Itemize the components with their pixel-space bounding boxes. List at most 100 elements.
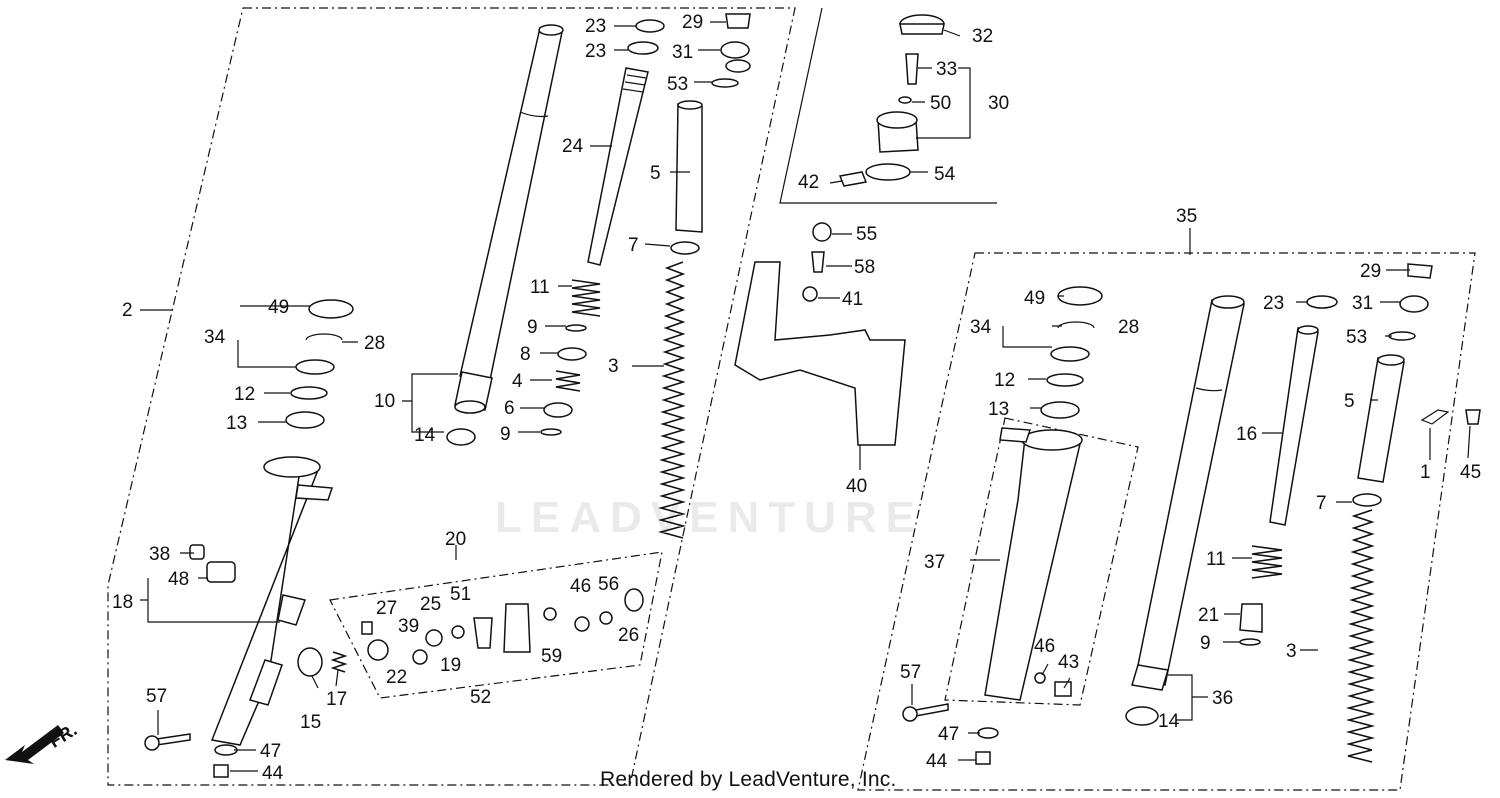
label-52: 52 (470, 687, 491, 708)
clip-parts (1420, 409, 1481, 425)
label-18: 18 (112, 592, 133, 613)
inner-fork-tube (454, 24, 564, 414)
label-47a: 47 (260, 741, 281, 762)
label-44a: 44 (262, 763, 284, 784)
label-22: 22 (386, 667, 407, 688)
label-7b: 7 (1316, 493, 1327, 514)
frame-valve-kit (329, 551, 663, 699)
label-46a: 46 (570, 576, 591, 597)
label-27: 27 (376, 598, 397, 619)
bolts-right (902, 672, 1072, 765)
label-12b: 12 (994, 370, 1015, 391)
label-39: 39 (398, 616, 419, 637)
fork-spring-left (657, 261, 687, 539)
label-16: 16 (1236, 424, 1257, 445)
label-4: 4 (512, 371, 523, 392)
front-direction-arrow (5, 725, 64, 764)
label-12a: 12 (234, 384, 255, 405)
label-11a: 11 (530, 277, 550, 298)
frame-left-assembly (107, 7, 796, 786)
label-5a: 5 (650, 163, 661, 184)
label-30: 30 (988, 93, 1009, 114)
label-51: 51 (450, 584, 471, 605)
label-7a: 7 (628, 235, 639, 256)
label-10: 10 (374, 391, 395, 412)
label-29a: 29 (682, 12, 703, 33)
label-37: 37 (924, 552, 945, 573)
label-23b: 23 (585, 41, 606, 62)
part-number-labels: 23 29 23 31 53 24 5 7 11 9 8 4 6 9 3 2 4… (45, 12, 1481, 784)
label-53a: 53 (667, 74, 688, 95)
spacer-tube-right (1352, 354, 1405, 507)
label-56: 56 (598, 574, 619, 595)
frame-lower-slider (944, 417, 1139, 706)
spacer-tube (675, 100, 703, 233)
damper-rod (587, 67, 649, 266)
watermark: LEADVENTURE (495, 493, 925, 542)
label-13a: 13 (226, 413, 247, 434)
label-9a: 9 (527, 317, 538, 338)
label-49a: 49 (268, 297, 289, 318)
fork-bridge (734, 222, 906, 446)
label-32: 32 (972, 26, 993, 47)
label-31b: 31 (1352, 293, 1373, 314)
label-9c: 9 (1200, 633, 1211, 654)
label-40: 40 (846, 476, 867, 497)
label-33: 33 (936, 59, 957, 80)
oil-seal-group-right (1040, 286, 1103, 419)
label-28b: 28 (1118, 317, 1139, 338)
label-57a: 57 (146, 686, 167, 707)
label-1: 1 (1420, 462, 1431, 483)
label-17: 17 (326, 689, 347, 710)
label-26: 26 (618, 625, 639, 646)
label-55: 55 (856, 224, 877, 245)
label-43: 43 (1058, 652, 1079, 673)
fork-cap-parts (838, 14, 945, 187)
label-25: 25 (420, 594, 441, 615)
label-2: 2 (122, 300, 133, 321)
fork-slider-left (189, 456, 334, 746)
label-47b: 47 (938, 724, 959, 745)
label-46b: 46 (1034, 636, 1055, 657)
damper-rod-right (1269, 325, 1319, 526)
label-57b: 57 (900, 662, 921, 683)
label-50: 50 (930, 93, 951, 114)
label-3b: 3 (1286, 641, 1297, 662)
label-8: 8 (520, 344, 531, 365)
valve-kit-parts (297, 588, 644, 677)
label-13b: 13 (988, 399, 1009, 420)
fork-spring-right (1345, 509, 1376, 763)
label-19: 19 (440, 655, 461, 676)
label-14b: 14 (1158, 711, 1180, 732)
label-11b: 11 (1206, 549, 1226, 570)
label-59: 59 (541, 646, 562, 667)
label-31a: 31 (672, 42, 693, 63)
label-34b: 34 (970, 317, 992, 338)
label-35: 35 (1176, 206, 1197, 227)
bolts-left (144, 733, 238, 778)
label-42: 42 (798, 172, 819, 193)
fork-slider-right (984, 427, 1083, 701)
label-44b: 44 (926, 751, 948, 772)
label-38: 38 (149, 544, 170, 565)
label-53b: 53 (1346, 327, 1367, 348)
label-3a: 3 (608, 356, 619, 377)
label-24: 24 (562, 136, 584, 157)
seal-rings-right (1239, 263, 1433, 646)
label-36: 36 (1212, 688, 1233, 709)
label-54: 54 (934, 164, 956, 185)
damper-small-parts (446, 279, 601, 446)
label-34a: 34 (204, 327, 226, 348)
label-6: 6 (504, 398, 515, 419)
label-48: 48 (168, 569, 189, 590)
label-45: 45 (1460, 462, 1481, 483)
inner-fork-tube-right (1125, 295, 1245, 726)
label-23a: 23 (585, 16, 606, 37)
label-14a: 14 (414, 425, 436, 446)
label-23c: 23 (1263, 293, 1284, 314)
label-15: 15 (300, 712, 321, 733)
oil-seal-group-left (285, 299, 354, 429)
frame-right-assembly (857, 252, 1476, 791)
leader-lines (140, 21, 1471, 772)
